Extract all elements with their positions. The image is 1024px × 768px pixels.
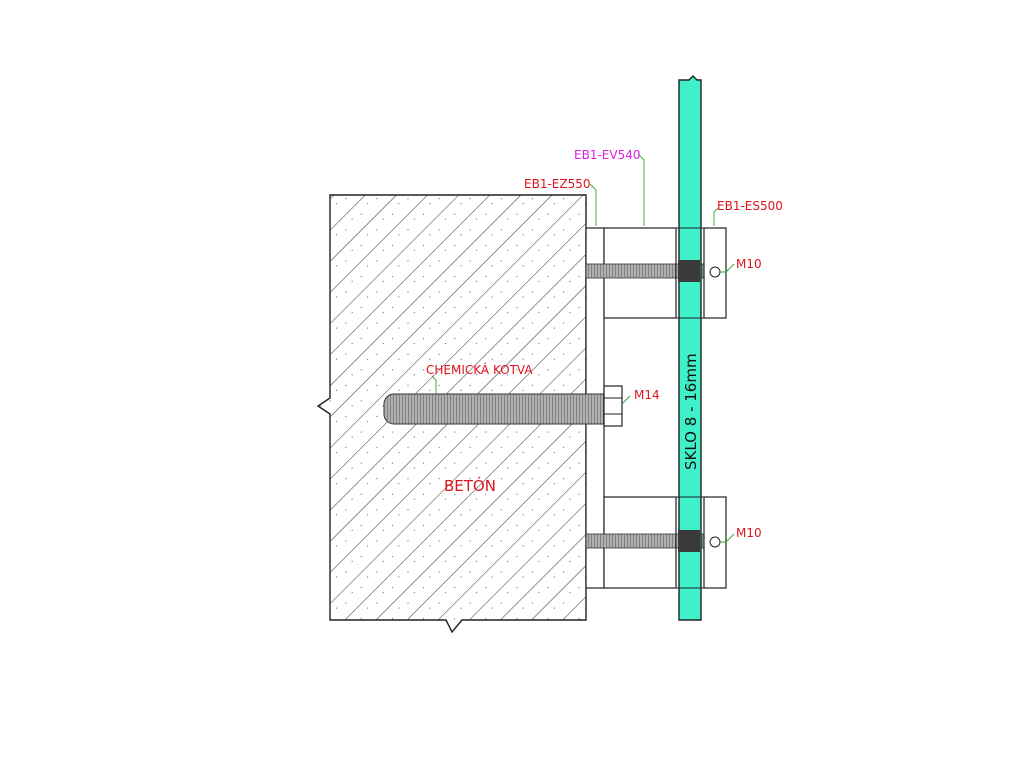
label-m10-bottom: M10 [736,526,762,540]
label-eb1-ev540: EB1-EV540 [574,148,640,162]
label-eb1-es500: EB1-ES500 [717,199,783,213]
chemical-anchor-rod [383,385,623,427]
label-m10-top: M10 [736,257,762,271]
label-concrete: BETÓN [444,476,496,495]
glass-panel [678,75,702,621]
label-glass: SKLO 8 - 16mm [682,353,700,470]
label-chemical-anchor: CHEMICKÁ KOTVA [426,362,533,377]
label-m14: M14 [634,388,660,402]
leader-lines [431,153,735,543]
cap-bottom [703,496,727,589]
cap-top [703,227,727,319]
label-eb1-ez550: EB1-EZ550 [524,177,591,191]
